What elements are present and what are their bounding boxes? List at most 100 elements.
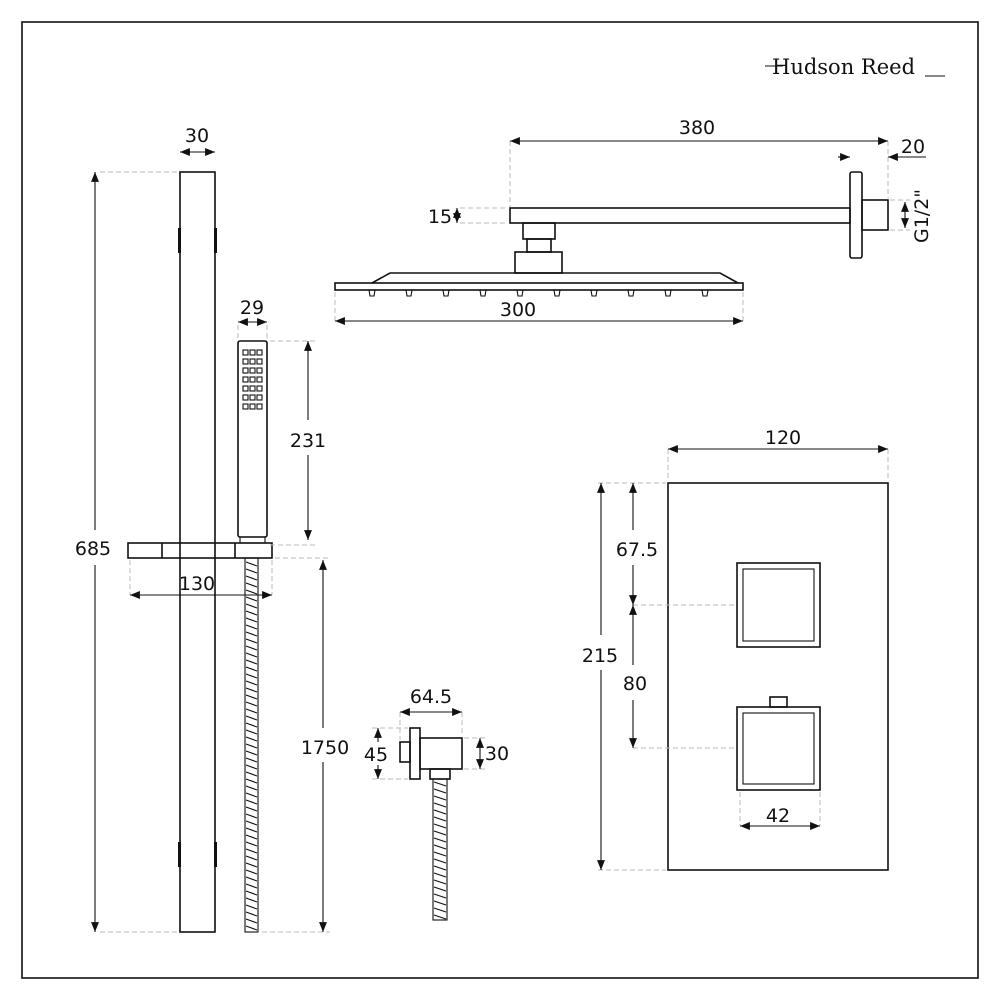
hose-coil (245, 603, 258, 609)
head-nozzle (553, 289, 561, 297)
knob-spacing-label: 80 (623, 673, 647, 695)
head-nozzle (368, 289, 376, 297)
spray-nozzle (256, 358, 263, 365)
valve-height-label: 215 (582, 645, 618, 667)
hose-coil (245, 694, 258, 700)
hose-coil (433, 879, 447, 885)
head-nozzle (664, 289, 672, 297)
head-nozzle (590, 289, 598, 297)
hose-coil (433, 816, 447, 822)
head-nozzle (627, 289, 635, 297)
hose-coil (433, 802, 447, 808)
hose-coil (433, 844, 447, 850)
hose-coil (245, 925, 258, 931)
spray-nozzle (242, 367, 249, 374)
hose-coil (433, 851, 447, 857)
spray-nozzle (249, 385, 256, 392)
rail-width-label: 30 (185, 125, 209, 147)
hose-coil (245, 806, 258, 812)
hose-coil (245, 883, 258, 889)
hose-coil (245, 771, 258, 777)
hose-coil (433, 893, 447, 899)
hose-coil (245, 666, 258, 672)
hose-coil (245, 582, 258, 588)
spray-nozzle (242, 403, 249, 410)
hose-coil (245, 736, 258, 742)
hose-coil (245, 568, 258, 574)
hose-coil (433, 809, 447, 815)
hose-coil (245, 617, 258, 623)
valve-top-offset-label: 67.5 (616, 539, 658, 561)
hose-coil (245, 897, 258, 903)
wall-outlet-elbow: 64.5 45 30 (364, 686, 509, 921)
hose-coil (245, 638, 258, 644)
knob-width-label: 42 (766, 805, 790, 827)
hose-coil (245, 890, 258, 896)
spray-nozzle (249, 358, 256, 365)
hose-coil (433, 795, 447, 801)
hose-coil (245, 715, 258, 721)
spray-nozzle (256, 376, 263, 383)
spray-nozzle (256, 385, 263, 392)
hose-length-label: 1750 (301, 737, 349, 759)
hose-coil (245, 561, 258, 567)
hose-coil (245, 918, 258, 924)
wall-plate-depth-label: 20 (901, 136, 925, 158)
hose-coil (245, 673, 258, 679)
hose-coil (245, 743, 258, 749)
hose-coil (245, 624, 258, 630)
spray-nozzle (256, 367, 263, 374)
hose-coil (245, 631, 258, 637)
hose-coil (245, 708, 258, 714)
hose-coil (245, 764, 258, 770)
brand-logo: Hudson Reed (765, 55, 945, 79)
hose-coil (245, 799, 258, 805)
head-nozzle (442, 289, 450, 297)
thread-size-label: G1/2" (911, 189, 933, 243)
head-nozzle (516, 289, 524, 297)
hose-coil (245, 848, 258, 854)
spray-nozzle (242, 349, 249, 356)
thermostatic-valve: 120 215 67.5 80 42 (582, 427, 889, 871)
head-nozzle (479, 289, 487, 297)
spray-nozzle (242, 385, 249, 392)
hose-coil (245, 652, 258, 658)
hose-coil (433, 900, 447, 906)
outlet-body-height-label: 30 (485, 743, 509, 765)
spray-nozzle (242, 376, 249, 383)
hose-coil (245, 820, 258, 826)
outlet-height-label: 45 (364, 744, 388, 766)
hose-coil (245, 792, 258, 798)
spray-nozzle (256, 403, 263, 410)
hose-coil (245, 834, 258, 840)
shower-head: 300 (334, 222, 744, 325)
hose-coil (245, 575, 258, 581)
spray-nozzle (249, 367, 256, 374)
rail-height-label: 685 (75, 538, 111, 560)
hose-coil (245, 869, 258, 875)
hose-coil (245, 911, 258, 917)
svg-text:Hudson Reed: Hudson Reed (772, 55, 915, 79)
hose-coil (245, 813, 258, 819)
spray-nozzle (256, 349, 263, 356)
hose-coil (245, 757, 258, 763)
hose-coil (245, 645, 258, 651)
spray-nozzle (249, 394, 256, 401)
hose-coil (245, 876, 258, 882)
hose-coil (245, 904, 258, 910)
handset-width-label: 29 (240, 297, 264, 319)
hose-coil (245, 862, 258, 868)
spray-nozzle (242, 358, 249, 365)
hose-coil (245, 827, 258, 833)
hose-coil (433, 823, 447, 829)
arm-thickness-label: 15 (428, 206, 452, 228)
hose-coil (245, 750, 258, 756)
arm-length-label: 380 (679, 117, 715, 139)
hose-coil (245, 589, 258, 595)
riser-rail: 30 685 (75, 125, 217, 933)
valve-width-label: 120 (765, 427, 801, 449)
hose-coil (245, 687, 258, 693)
head-width-label: 300 (500, 299, 536, 321)
drawing-frame (21, 21, 979, 979)
